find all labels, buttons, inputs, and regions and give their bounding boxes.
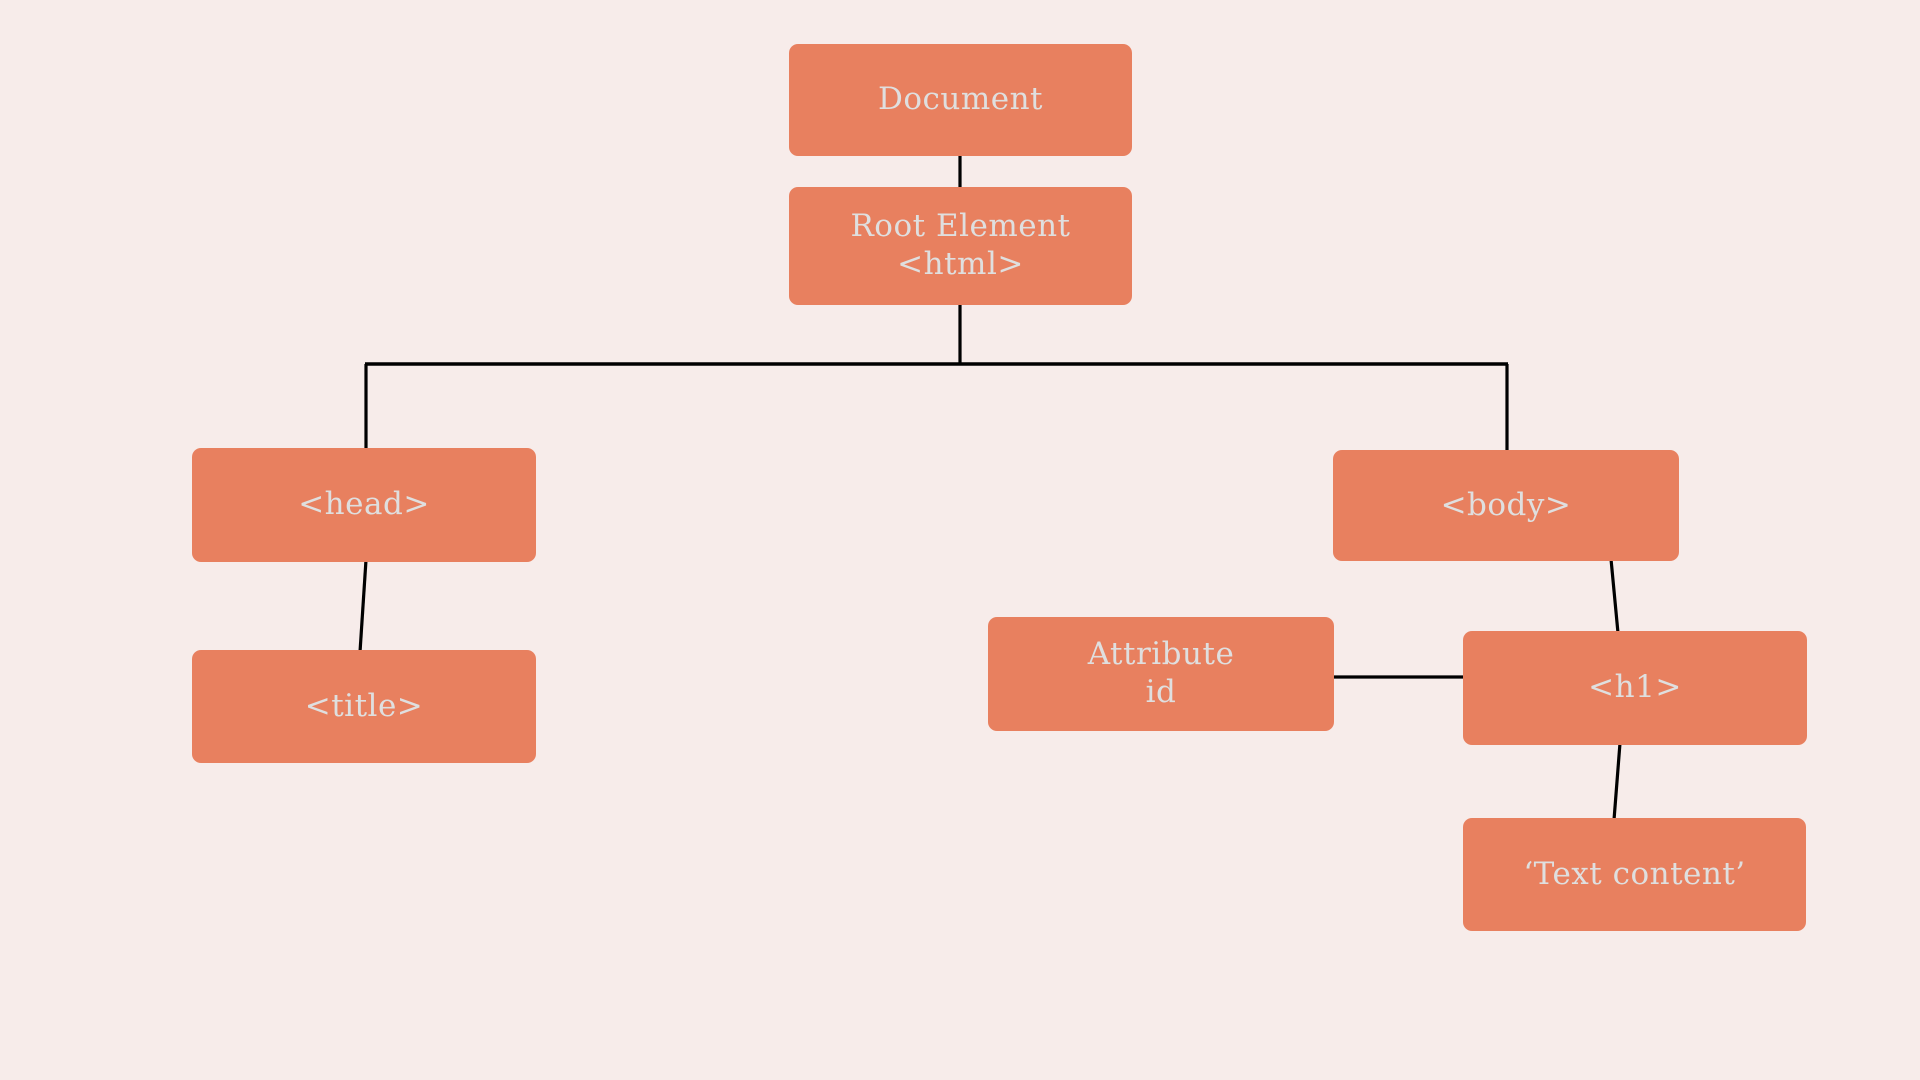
node-body[interactable]: <body> [1333,450,1679,561]
node-root-element[interactable]: Root Element <html> [789,187,1132,305]
node-text-content-label: ‘Text content’ [1523,855,1746,892]
node-head[interactable]: <head> [192,448,536,562]
node-title-label: <title> [304,687,424,724]
node-h1[interactable]: <h1> [1463,631,1807,745]
node-attribute-label: Attribute [1087,636,1235,673]
node-head-label: <head> [298,486,430,523]
node-text-content[interactable]: ‘Text content’ [1463,818,1806,931]
node-document-label: Document [877,81,1043,118]
edge-h1-to-text [1612,742,1622,821]
node-document[interactable]: Document [789,44,1132,156]
node-attribute[interactable]: Attribute id [988,617,1334,731]
node-title[interactable]: <title> [192,650,536,763]
node-root-element-label: Root Element [850,208,1071,245]
edge-body-to-h1 [1609,558,1620,634]
node-root-element-tag: <html> [897,246,1024,282]
node-attribute-name: id [1145,674,1177,710]
edge-head-to-title [358,559,368,653]
node-h1-label: <h1> [1588,669,1682,706]
node-body-label: <body> [1440,486,1572,523]
